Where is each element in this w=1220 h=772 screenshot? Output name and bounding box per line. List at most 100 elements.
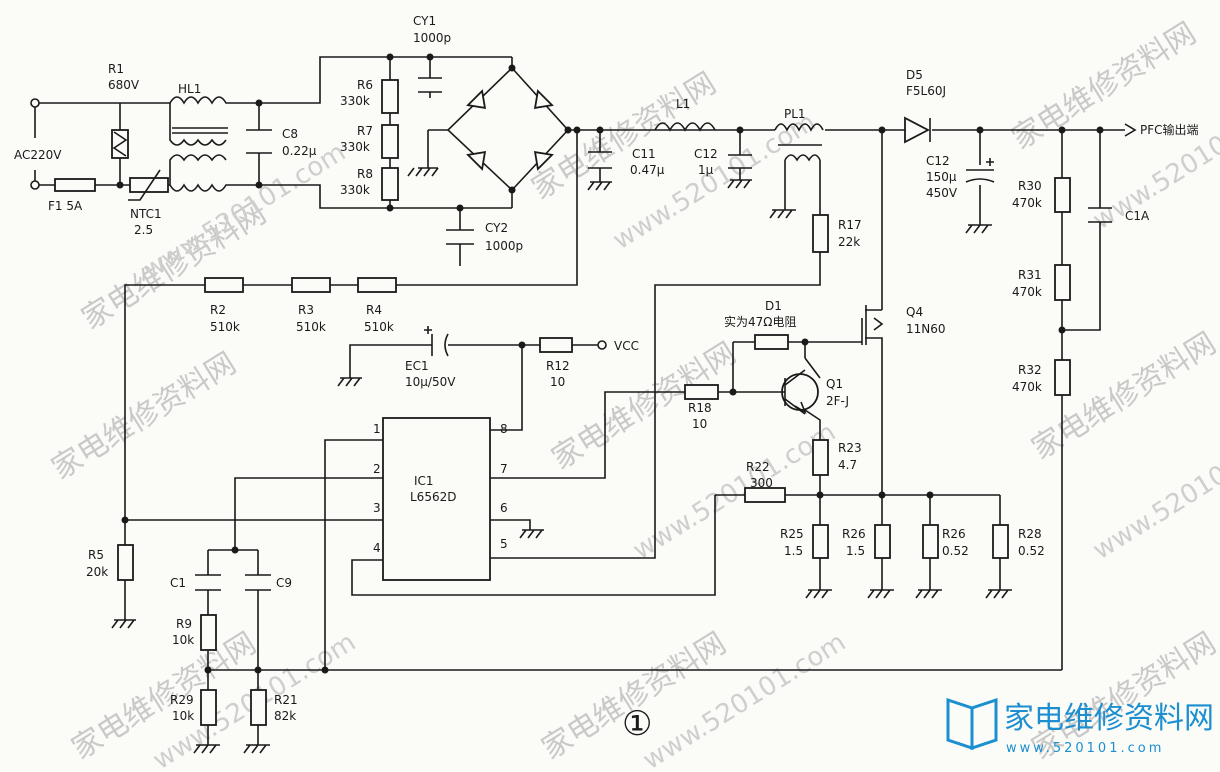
r3-ref: R3 bbox=[298, 303, 314, 317]
r8-ref: R8 bbox=[357, 167, 373, 181]
watermark-url: www.520101.com bbox=[628, 417, 841, 566]
c8-value: 0.22μ bbox=[282, 144, 317, 158]
ec1-ref: EC1 bbox=[405, 359, 429, 373]
resistor-r18 bbox=[684, 384, 719, 400]
resistor-r9 bbox=[200, 614, 217, 651]
r30-ref: R30 bbox=[1018, 179, 1042, 193]
hl1-label: HL1 bbox=[178, 82, 201, 96]
watermark-text: 家电维修资料网 bbox=[46, 346, 243, 487]
watermark-url: www.520101.com bbox=[1088, 87, 1220, 236]
resistor-r5 bbox=[117, 544, 134, 581]
r1-value: 680V bbox=[108, 78, 140, 92]
r4-value: 510k bbox=[364, 320, 394, 334]
resistor-r23 bbox=[812, 439, 829, 476]
ic1-pin-3: 3 bbox=[373, 501, 381, 515]
c12b-voltage: 450V bbox=[926, 186, 958, 200]
q4-value: 11N60 bbox=[906, 322, 946, 336]
r3-value: 510k bbox=[296, 320, 326, 334]
cy1-ref: CY1 bbox=[413, 14, 436, 28]
r29-value: 10k bbox=[172, 709, 194, 723]
mosfet-q4 bbox=[861, 305, 884, 345]
r26b-value: 0.52 bbox=[942, 544, 969, 558]
resistor-r26a bbox=[874, 524, 891, 559]
cy1-value: 1000p bbox=[413, 31, 451, 45]
diode-d5 bbox=[904, 116, 931, 144]
r31-value: 470k bbox=[1012, 285, 1042, 299]
r26a-ref: R26 bbox=[842, 527, 866, 541]
r29-ref: R29 bbox=[170, 693, 194, 707]
r5-ref: R5 bbox=[88, 548, 104, 562]
r32-value: 470k bbox=[1012, 380, 1042, 394]
ntc1-ref: NTC1 bbox=[130, 207, 162, 221]
r26b-ref: R26 bbox=[942, 527, 966, 541]
c11-value: 0.47μ bbox=[630, 163, 665, 177]
ac-terminal-bottom bbox=[30, 180, 40, 190]
cy2-ref: CY2 bbox=[485, 221, 508, 235]
r22-value: 300 bbox=[750, 476, 773, 490]
resistor-r31 bbox=[1054, 264, 1071, 301]
resistor-r21 bbox=[250, 689, 267, 726]
ic1-pin-5: 5 bbox=[500, 537, 508, 551]
resistor-r2 bbox=[204, 277, 244, 293]
r2-ref: R2 bbox=[210, 303, 226, 317]
r17-ref: R17 bbox=[838, 218, 862, 232]
capacitor-cy1 bbox=[418, 77, 442, 93]
capacitor-c8 bbox=[246, 129, 272, 154]
r7-value: 330k bbox=[340, 140, 370, 154]
r31-ref: R31 bbox=[1018, 268, 1042, 282]
fuse-f1 bbox=[54, 178, 96, 192]
r5-value: 20k bbox=[86, 565, 108, 579]
ic1-pin-4: 4 bbox=[373, 541, 381, 555]
resistor-d1 bbox=[754, 334, 789, 350]
pfc-output-label: PFC输出端 bbox=[1140, 122, 1199, 137]
q4-ref: Q4 bbox=[906, 305, 923, 319]
watermark-url: www.520101.com bbox=[1088, 417, 1220, 566]
c12b-value: 150μ bbox=[926, 170, 957, 184]
watermark-url: www.520101.com bbox=[638, 627, 851, 772]
capacitor-c9 bbox=[245, 574, 271, 591]
r18-value: 10 bbox=[692, 417, 707, 431]
d1-note: 实为47Ω电阻 bbox=[724, 314, 796, 329]
resistor-r4 bbox=[357, 277, 397, 293]
c12-value: 1μ bbox=[698, 163, 714, 177]
capacitor-c12 bbox=[728, 154, 752, 169]
c11-ref: C11 bbox=[632, 147, 656, 161]
q1-value: 2F-J bbox=[826, 394, 849, 408]
r6-ref: R6 bbox=[357, 78, 373, 92]
inductor-pl1 bbox=[774, 123, 824, 162]
thermistor-ntc1 bbox=[128, 169, 169, 201]
capacitor-cy2 bbox=[446, 229, 474, 245]
ic1-pin-7: 7 bbox=[500, 462, 508, 476]
r25-ref: R25 bbox=[780, 527, 804, 541]
r30-value: 470k bbox=[1012, 196, 1042, 210]
resistor-r30 bbox=[1054, 177, 1071, 213]
r9-ref: R9 bbox=[176, 617, 192, 631]
d5-ref: D5 bbox=[906, 68, 923, 82]
r26a-value: 1.5 bbox=[846, 544, 865, 558]
c8-ref: C8 bbox=[282, 127, 298, 141]
r12-value: 10 bbox=[550, 375, 565, 389]
logo-url: www.520101.com bbox=[1006, 741, 1164, 756]
ic1-pin-6: 6 bbox=[500, 501, 508, 515]
resistor-r6 bbox=[381, 79, 399, 114]
r17-value: 22k bbox=[838, 235, 860, 249]
r18-ref: R18 bbox=[688, 401, 712, 415]
ac-input-label: AC220V bbox=[14, 148, 62, 162]
r21-ref: R21 bbox=[274, 693, 298, 707]
l1-label: L1 bbox=[676, 97, 690, 111]
capacitor-c1 bbox=[195, 574, 221, 591]
logo-text: 家电维修资料网 bbox=[1004, 701, 1214, 736]
r28-ref: R28 bbox=[1018, 527, 1042, 541]
fuse-f1-label: F1 5A bbox=[48, 199, 83, 213]
r22-ref: R22 bbox=[746, 460, 770, 474]
watermark-text: 家电维修资料网 bbox=[546, 336, 743, 477]
c9-ref: C9 bbox=[276, 576, 292, 590]
resistor-r32 bbox=[1054, 359, 1071, 396]
r1-ref: R1 bbox=[108, 62, 124, 76]
r28-value: 0.52 bbox=[1018, 544, 1045, 558]
c1a-ref: C1A bbox=[1125, 209, 1150, 223]
ic1-part: L6562D bbox=[410, 490, 456, 504]
resistor-r22 bbox=[744, 487, 786, 503]
inductor-l1 bbox=[654, 122, 716, 132]
d5-value: F5L60J bbox=[906, 84, 946, 98]
